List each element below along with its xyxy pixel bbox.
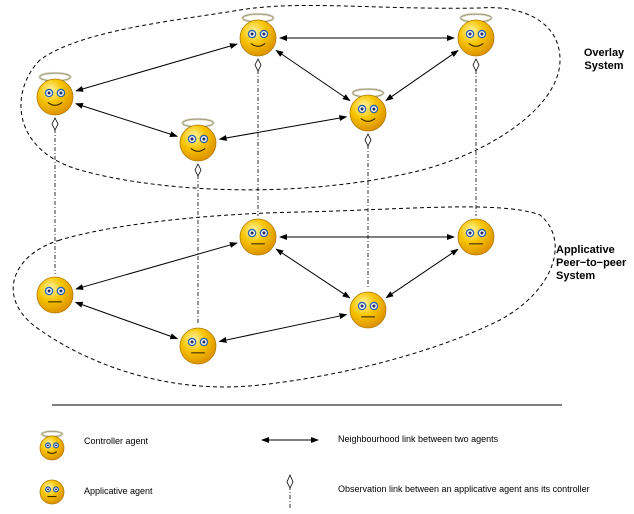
legend-controller-icon <box>39 430 65 461</box>
controller-agent-E-icon <box>179 117 217 162</box>
applicative-agent-C-icon <box>457 218 495 256</box>
applicative-agent-B-icon <box>239 218 277 256</box>
applicative-agent-D-icon <box>349 291 387 329</box>
legend-controller-face-icon <box>39 430 65 461</box>
observation-link-A <box>51 117 59 274</box>
legend-controller-label: Controller agent <box>84 436 149 446</box>
applicative-link-E-D <box>218 313 348 343</box>
overlay-link-C-D <box>385 49 459 102</box>
applicative-system-boundary <box>12 206 556 388</box>
applicative-link-A-B <box>75 242 238 290</box>
applicative-system-label: Applicative Peer−to−peer System <box>556 244 626 283</box>
legend-neighbourhood-label: Neighbourhood link between two agents <box>338 434 499 444</box>
overlay-label-line2: System <box>584 60 624 72</box>
applicative-link-B-D <box>275 248 351 299</box>
applicative-agent-E-icon <box>179 327 217 365</box>
legend-applicative-label: Applicative agent <box>84 486 153 496</box>
controller-agent-D-icon <box>349 87 387 132</box>
overlay-system-label: Overlay System <box>580 47 628 73</box>
overlay-link-A-E <box>74 103 179 137</box>
legend-applicative-face-icon <box>39 479 65 505</box>
agents <box>36 12 495 365</box>
overlay-link-B-D <box>275 49 351 102</box>
app-label-line1: Applicative <box>556 244 615 256</box>
observation-link-C <box>472 58 480 216</box>
observation-links <box>51 58 480 325</box>
observation-link-D <box>364 133 372 289</box>
controller-agent-C-icon <box>457 12 495 57</box>
observation-link-B <box>254 58 262 216</box>
legend-observation-link <box>286 473 294 510</box>
controller-agent-A-icon <box>36 71 74 116</box>
legend-observation-label: Observation link between an applicative … <box>338 484 590 494</box>
app-label-line2: Peer−to−peer <box>556 257 627 269</box>
controller-agent-B-icon <box>239 12 277 57</box>
overlay-link-A-B <box>75 43 238 92</box>
applicative-link-C-D <box>385 248 459 299</box>
observation-link-E <box>194 163 202 325</box>
overlay-system-boundary <box>20 5 561 191</box>
legend-applicative-icon <box>39 479 65 505</box>
applicative-agent-A-icon <box>36 276 74 314</box>
neighbourhood-links <box>74 35 459 343</box>
applicative-link-A-E <box>74 301 179 340</box>
app-label-line3: System <box>556 270 596 282</box>
overlay-link-E-D <box>218 115 348 141</box>
overlay-label-line1: Overlay <box>583 47 625 59</box>
